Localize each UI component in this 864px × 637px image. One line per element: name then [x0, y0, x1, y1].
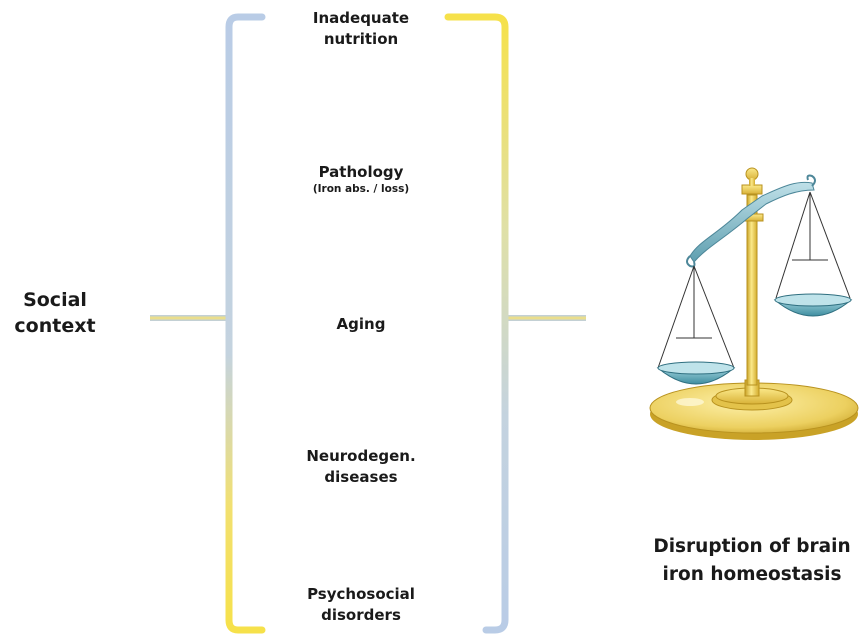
outcome-line2: iron homeostasis: [662, 563, 842, 585]
social-context-line1: Social: [23, 289, 87, 311]
outcome-line1: Disruption of brain: [653, 536, 851, 557]
factor-line1: Inadequate: [312, 9, 410, 27]
factor-line1: Neurodegen.: [306, 447, 416, 465]
factor-neurodegenerative-diseases: Neurodegen. diseases: [286, 446, 436, 488]
factor-subtitle: (Iron abs. / loss): [312, 183, 410, 195]
outcome-label: Disruption of brain iron homeostasis: [640, 533, 864, 589]
right-connector-line: [508, 315, 586, 321]
social-context-line2: context: [14, 314, 96, 337]
right-bracket: [444, 13, 509, 634]
factor-inadequate-nutrition: Inadequate nutrition: [286, 8, 436, 50]
factor-aging: Aging: [286, 314, 436, 335]
factor-line2: disorders: [321, 606, 401, 624]
left-connector-line: [150, 315, 228, 321]
factor-line2: nutrition: [323, 30, 399, 48]
left-bracket: [225, 13, 266, 634]
factor-line1: Aging: [336, 315, 386, 333]
social-context-label: Social context: [0, 288, 110, 339]
factor-line1: Psychosocial: [307, 585, 415, 603]
factor-pathology: Pathology (Iron abs. / loss): [286, 162, 436, 196]
factor-line1: Pathology: [318, 163, 404, 181]
balance-scale-icon: [649, 167, 859, 440]
factor-psychosocial-disorders: Psychosocial disorders: [286, 584, 436, 626]
factor-line2: diseases: [324, 468, 398, 486]
